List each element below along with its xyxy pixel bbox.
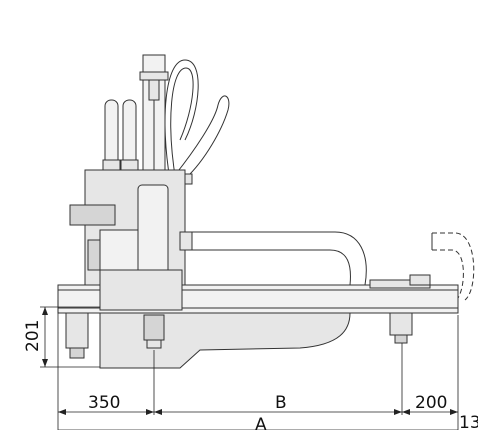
dim-200-arrow-right: [450, 409, 458, 415]
dim-200-label: 200: [415, 393, 447, 413]
dim-350-label: 350: [88, 393, 120, 413]
dim-201-label: 201: [23, 320, 43, 352]
duct-bracket: [179, 231, 193, 251]
cable-duct-extended-inner: [432, 249, 464, 299]
cable-duct-extended: [432, 232, 475, 301]
dim-b-arrow-right: [394, 409, 402, 415]
dim-200-arrow-left: [402, 409, 410, 415]
cable-duct: [180, 231, 367, 286]
cable-hose-lower: [174, 95, 230, 179]
dim-b-label: B: [275, 393, 287, 413]
gripper: [143, 314, 165, 341]
servo-motor: [69, 204, 116, 226]
cable-hose-inner: [170, 67, 194, 183]
right-support-foot: [394, 334, 408, 344]
arm-top-cap: [139, 71, 169, 81]
dim-b-arrow-left: [154, 409, 162, 415]
arm-stopper: [148, 79, 160, 101]
dim-13-label: 13: [459, 413, 478, 430]
base-pedestal: [99, 312, 351, 369]
filter-bowl: [69, 347, 85, 359]
dim-350-arrow-left: [58, 409, 66, 415]
dim-201-arrow-bottom: [42, 359, 48, 367]
slide-unit: [137, 184, 169, 281]
right-support: [389, 312, 413, 336]
dim-201-arrow-top: [42, 307, 48, 315]
gripper-tip: [146, 339, 162, 349]
beam-end-stop: [409, 274, 431, 286]
cable-duct-inner: [180, 249, 351, 286]
dim-a-label: A: [255, 415, 267, 430]
filter-regulator: [65, 312, 89, 349]
dim-350-arrow-right: [146, 409, 154, 415]
beam-carriage: [99, 269, 183, 311]
